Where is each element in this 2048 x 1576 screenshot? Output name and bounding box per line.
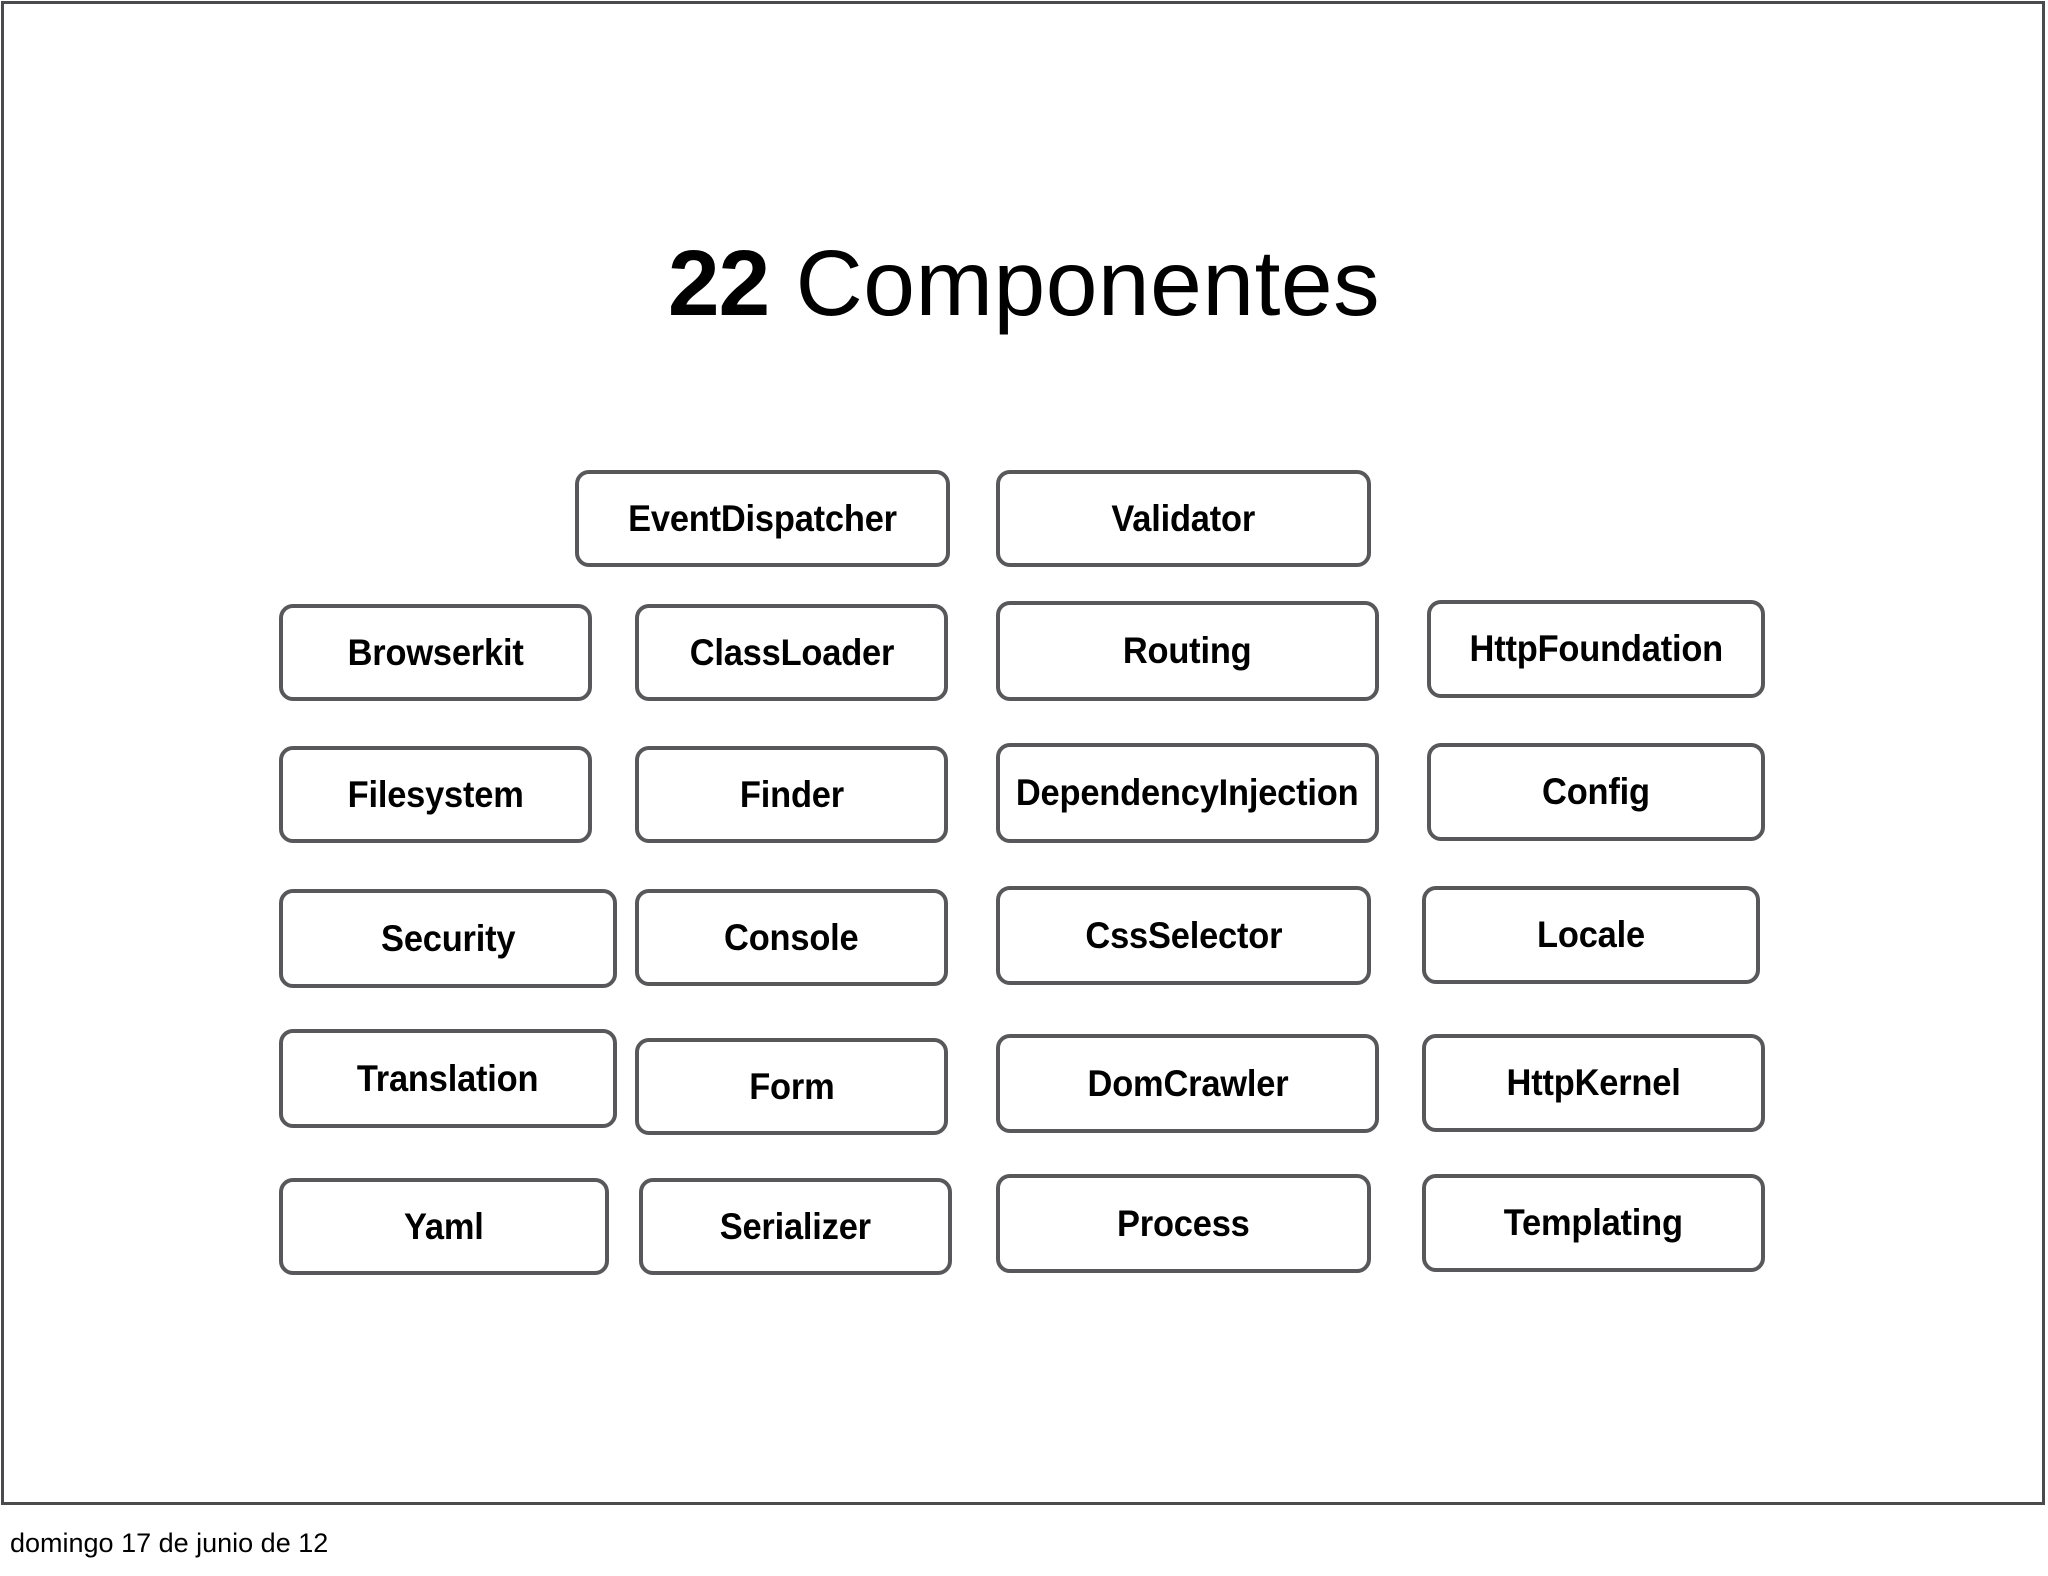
component-label: Security <box>380 917 516 959</box>
component-box[interactable]: Translation <box>279 1029 617 1128</box>
component-box[interactable]: Security <box>279 889 617 988</box>
component-box[interactable]: Form <box>635 1038 948 1135</box>
component-label: Validator <box>1111 497 1256 539</box>
component-label: Serializer <box>719 1205 872 1247</box>
component-label: Templating <box>1503 1202 1684 1243</box>
component-box[interactable]: CssSelector <box>996 886 1371 985</box>
page-title: 22 Componentes <box>0 237 2048 330</box>
component-label: DependencyInjection <box>1016 772 1359 813</box>
component-box[interactable]: Serializer <box>639 1178 952 1275</box>
component-box[interactable]: Routing <box>996 601 1379 701</box>
component-box[interactable]: Process <box>996 1174 1371 1273</box>
component-box[interactable]: Templating <box>1422 1174 1765 1272</box>
component-box[interactable]: Finder <box>635 746 948 843</box>
component-label: Locale <box>1537 914 1645 955</box>
component-label: DomCrawler <box>1087 1062 1288 1104</box>
component-label: Routing <box>1123 630 1252 671</box>
component-box[interactable]: DomCrawler <box>996 1034 1379 1133</box>
component-count: 22 <box>667 231 770 336</box>
component-box[interactable]: Locale <box>1422 886 1760 984</box>
component-label: Form <box>748 1065 835 1107</box>
component-label: ClassLoader <box>689 631 894 673</box>
footer-date: domingo 17 de junio de 12 <box>10 1528 329 1558</box>
component-box[interactable]: Validator <box>996 470 1371 567</box>
component-box[interactable]: HttpKernel <box>1422 1034 1765 1132</box>
component-box[interactable]: DependencyInjection <box>996 743 1379 843</box>
component-box[interactable]: Yaml <box>279 1178 609 1275</box>
component-box[interactable]: Config <box>1427 743 1765 841</box>
component-label: Process <box>1117 1202 1250 1244</box>
component-label: Console <box>724 916 859 958</box>
component-box[interactable]: ClassLoader <box>635 604 948 701</box>
component-box[interactable]: Browserkit <box>279 604 592 701</box>
title-word: Componentes <box>795 231 1381 336</box>
component-label: CssSelector <box>1085 914 1282 956</box>
component-label: Config <box>1542 771 1650 812</box>
component-box[interactable]: HttpFoundation <box>1427 600 1765 698</box>
component-label: Finder <box>739 773 844 815</box>
component-label: Translation <box>357 1057 539 1099</box>
component-box[interactable]: Console <box>635 889 948 986</box>
component-box[interactable]: EventDispatcher <box>575 470 950 567</box>
component-label: Yaml <box>404 1205 484 1247</box>
component-label: Filesystem <box>347 773 524 815</box>
component-box[interactable]: Filesystem <box>279 746 592 843</box>
component-label: EventDispatcher <box>628 497 897 539</box>
component-label: HttpFoundation <box>1469 628 1723 669</box>
component-label: Browserkit <box>347 631 524 673</box>
component-label: HttpKernel <box>1506 1062 1681 1103</box>
